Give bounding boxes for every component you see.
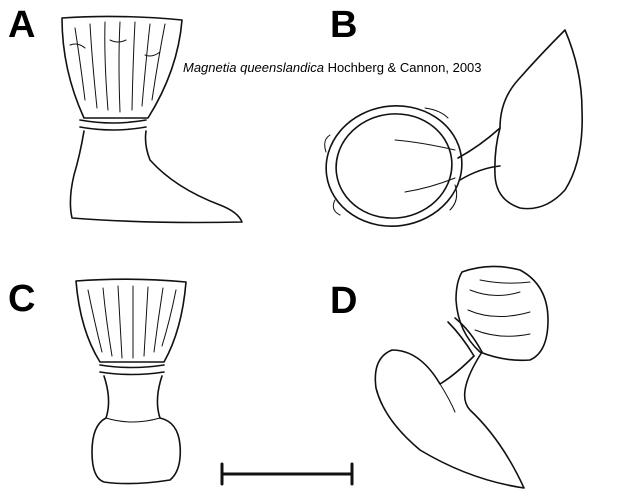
species-authority: Hochberg & Cannon, 2003 bbox=[327, 60, 482, 75]
panel-label-b: B bbox=[330, 4, 358, 46]
drawing-d bbox=[374, 265, 549, 489]
drawing-b bbox=[324, 29, 583, 227]
drawing-c bbox=[75, 278, 187, 485]
panel-label-d: D bbox=[330, 280, 358, 322]
species-caption: Magnetia queenslandica Hochberg & Cannon… bbox=[183, 60, 482, 75]
species-name: Magnetia queenslandica bbox=[183, 60, 324, 75]
panel-label-a: A bbox=[8, 4, 36, 46]
scale-bar bbox=[220, 462, 354, 486]
panel-label-c: C bbox=[8, 278, 36, 320]
drawing-a bbox=[61, 15, 243, 224]
